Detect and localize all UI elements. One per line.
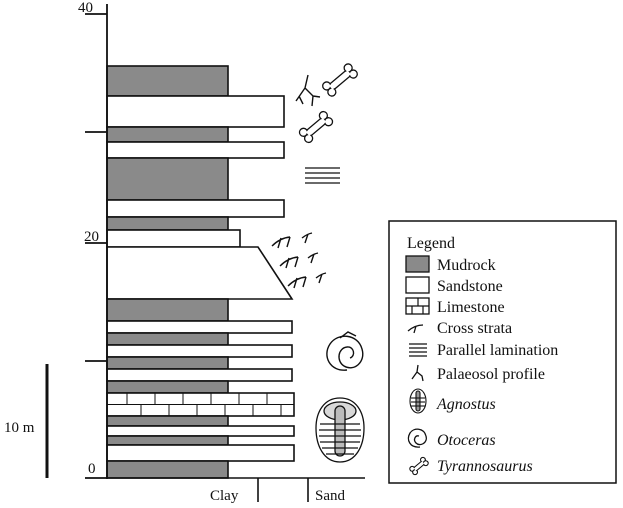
bed-mudrock [106,126,229,143]
bed-sandstone [106,320,293,334]
cross-strata-icon [407,324,424,334]
palaeosol-icon [411,364,424,382]
bone-icon-upper [322,63,358,97]
legend-label-cross-strata: Cross strata [437,320,512,337]
ammonite-icon [407,428,427,448]
parallel-lamination-icon [409,343,427,357]
limestone-swatch [405,297,430,315]
bed-mudrock [106,415,229,427]
tick-label-40: 40 [78,0,93,16]
grain-size-axis [107,477,365,502]
bed-sandstone [106,425,295,437]
limestone-brick-pattern [107,393,294,416]
bed-sandstone [106,368,293,382]
bed-mudrock [106,356,229,370]
legend-label-mudrock: Mudrock [437,257,496,274]
cross-strata-symbols [271,232,327,289]
palaeosol-symbol [295,74,321,107]
bed-sandstone [106,229,241,248]
parallel-lamination-symbol [305,167,340,184]
tick-label-0: 0 [88,461,96,477]
legend-label-limestone: Limestone [437,299,505,316]
bed-sandstone [106,141,285,159]
bed-mudrock [106,216,229,231]
ammonite-icon-column [326,331,364,371]
bed-sandstone [106,95,285,128]
legend-label-agnostus: Agnostus [436,396,496,413]
trilobite-icon [409,388,427,414]
bed-mudrock [106,332,229,346]
mudrock-swatch [405,255,430,273]
bed-mudrock [106,460,229,479]
bed-sandstone [106,199,285,218]
bone-icon [409,456,429,476]
stratigraphic-column [106,65,295,479]
trilobite-icon-column [315,397,365,463]
grain-label-sand: Sand [315,488,346,504]
legend-label-otoceras: Otoceras [437,432,496,449]
bed-mudrock [106,298,229,322]
bed-mudrock [106,380,229,394]
bed-mudrock [106,435,229,446]
tick-label-20: 20 [84,229,99,245]
bed-sandstone-wedge [106,246,294,300]
legend-label-palaeosol-profile: Palaeosol profile [437,366,545,383]
legend-label-sandstone: Sandstone [437,278,503,295]
legend-title: Legend [407,235,455,252]
legend-label-parallel-lamination: Parallel lamination [437,342,558,359]
sandstone-swatch [405,276,430,294]
grain-label-clay: Clay [210,488,239,504]
scale-bar-label: 10 m [4,420,35,436]
depth-axis [85,4,108,479]
bone-icon-lower [298,110,334,144]
bed-mudrock [106,65,229,97]
bed-mudrock [106,157,229,201]
bed-sandstone [106,444,295,462]
bed-sandstone [106,344,293,358]
legend-label-tyrannosaurus: Tyrannosaurus [437,458,533,475]
